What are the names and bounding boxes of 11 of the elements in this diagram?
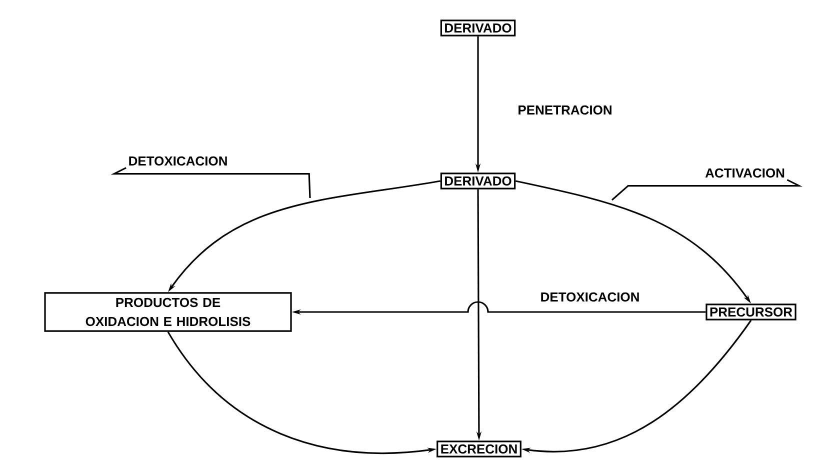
process-box: DERIVADO [440, 20, 516, 36]
leader-line [611, 179, 803, 201]
edge-label: DETOXICACION [541, 292, 639, 302]
leader-line [110, 167, 311, 198]
process-box: PRECURSOR [706, 304, 796, 320]
edge-label: PENETRACION [518, 105, 612, 115]
process-box: DERIVADO [440, 172, 516, 190]
process-box: EXCRECION [436, 440, 522, 458]
process-box: PRODUCTOS DE OXIDACION E HIDROLISIS [44, 292, 292, 332]
process-label: ACTIVACION [705, 168, 784, 178]
process-label: DETOXICACION [129, 156, 227, 166]
